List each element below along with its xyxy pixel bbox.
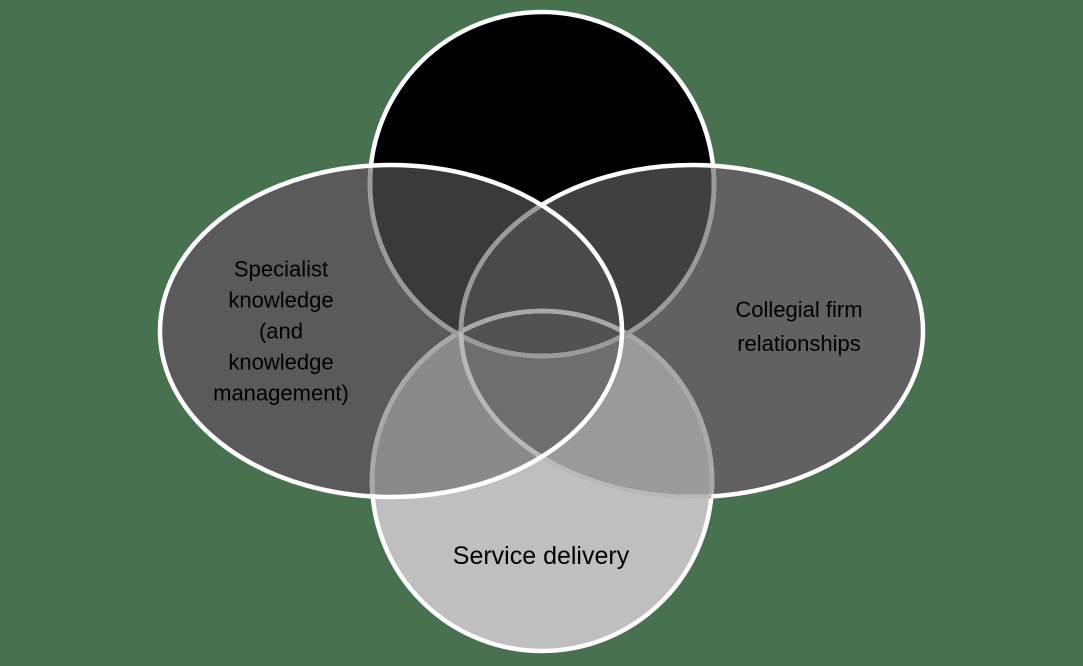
overlap-top-left-right bbox=[461, 165, 622, 356]
label-specialist-knowledge: Specialist knowledge (and knowledge mana… bbox=[213, 256, 349, 406]
label-collegial-firm-relationships: Collegial firm relationships bbox=[735, 297, 863, 356]
venn-top-circle-outline-dim bbox=[367, 165, 717, 359]
venn-right-ellipse-outline-dim-left bbox=[458, 165, 622, 497]
overlap-left-right-bottom bbox=[461, 311, 622, 497]
venn-left-ellipse-outline bbox=[157, 162, 625, 500]
venn-bottom-circle-outline-dim bbox=[369, 308, 715, 497]
label-service-delivery: Service delivery bbox=[452, 542, 630, 570]
